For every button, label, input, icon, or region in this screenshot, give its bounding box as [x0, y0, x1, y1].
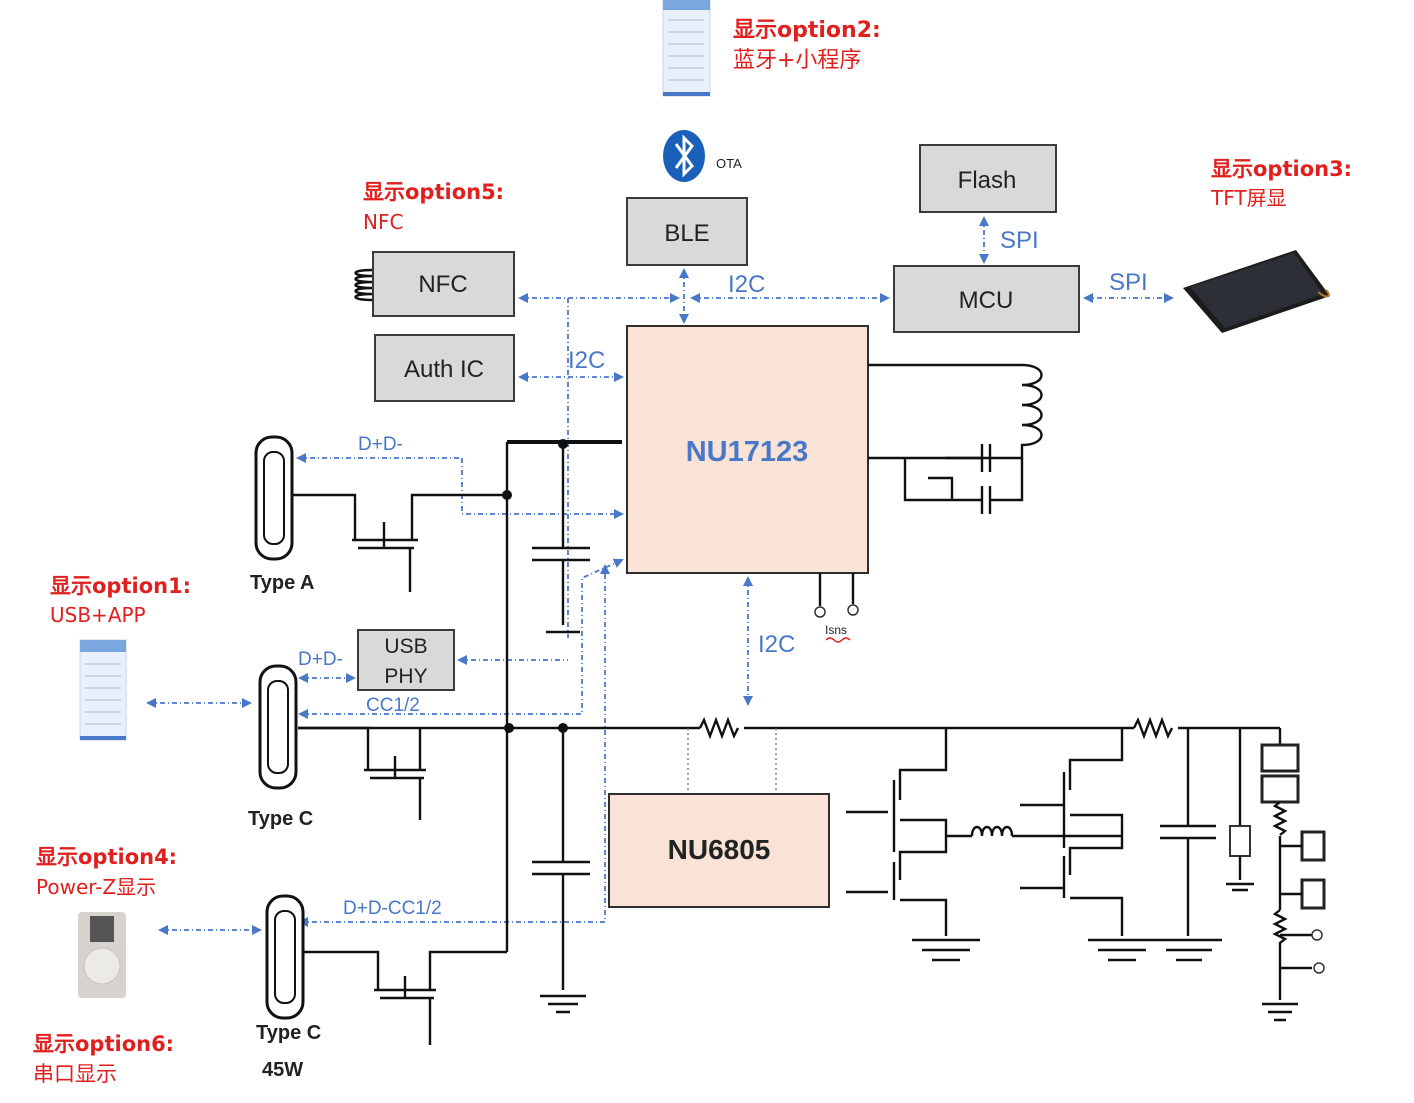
- option3-title: 显示option3:: [1211, 157, 1352, 181]
- option2-title: 显示option2:: [733, 18, 881, 43]
- nfc-antenna-icon: [354, 268, 373, 302]
- ble-label: BLE: [664, 220, 709, 247]
- bluetooth-icon: [663, 130, 705, 182]
- type-a-connector-icon: [254, 435, 294, 561]
- option4-title: 显示option4:: [36, 845, 177, 869]
- flash-block: [919, 144, 1057, 213]
- phone-app-image-left: [79, 639, 127, 741]
- nfc-label: NFC: [418, 271, 467, 298]
- option4-desc: Power-Z显示: [36, 875, 156, 899]
- type-c-45w-connector-icon: [265, 894, 305, 1020]
- flash-mcu-spi-label: SPI: [1000, 227, 1039, 254]
- type-c-45w-label-line1: Type C: [256, 1022, 321, 1044]
- power-z-device-image: [78, 912, 126, 998]
- type-a-dd-label: D+D-: [358, 434, 403, 455]
- option5-desc: NFC: [363, 210, 403, 234]
- nu17123-label: NU17123: [686, 436, 809, 468]
- nu17123-chip: [626, 325, 869, 574]
- type-c-connector-icon: [258, 664, 298, 790]
- ble-block: [626, 197, 748, 266]
- option1-title: 显示option1:: [50, 574, 191, 598]
- isns-label: Isns: [825, 623, 847, 637]
- auth-i2c-label: I2C: [568, 347, 605, 374]
- option1-desc: USB+APP: [50, 603, 146, 627]
- auth-ic-block: [374, 334, 515, 402]
- mcu-tft-spi-label: SPI: [1109, 269, 1148, 296]
- type-a-label: Type A: [250, 572, 314, 594]
- flash-label: Flash: [958, 167, 1017, 194]
- mcu-label: MCU: [959, 287, 1014, 314]
- phone-app-image-top: [662, 0, 711, 97]
- type-c-label: Type C: [248, 808, 313, 830]
- tft-screen-image: [1183, 250, 1330, 333]
- main-pd-i2c-label: I2C: [758, 631, 795, 658]
- option6-title: 显示option6:: [33, 1032, 174, 1056]
- usb-phy-label-line1: USB: [384, 635, 427, 658]
- option2-desc: 蓝牙+小程序: [733, 48, 861, 73]
- nfc-block: [372, 251, 515, 317]
- type-c-45w-ddcc-label: D+D-CC1/2: [343, 898, 442, 919]
- type-c-45w-label-line2: 45W: [262, 1059, 303, 1081]
- usb-phy-label-line2: PHY: [384, 665, 427, 688]
- ble-mcu-i2c-label: I2C: [728, 271, 765, 298]
- type-c-dd-label: D+D-: [298, 649, 343, 670]
- mcu-block: [893, 265, 1080, 333]
- option5-title: 显示option5:: [363, 180, 504, 204]
- option6-desc: 串口显示: [33, 1062, 117, 1086]
- type-c-cc-label: CC1/2: [366, 695, 420, 716]
- nu6805-label: NU6805: [668, 834, 771, 865]
- option3-desc: TFT屏显: [1210, 186, 1287, 210]
- auth-ic-label: Auth IC: [404, 356, 484, 383]
- nu6805-chip: [608, 793, 830, 908]
- ota-label: OTA: [716, 156, 742, 171]
